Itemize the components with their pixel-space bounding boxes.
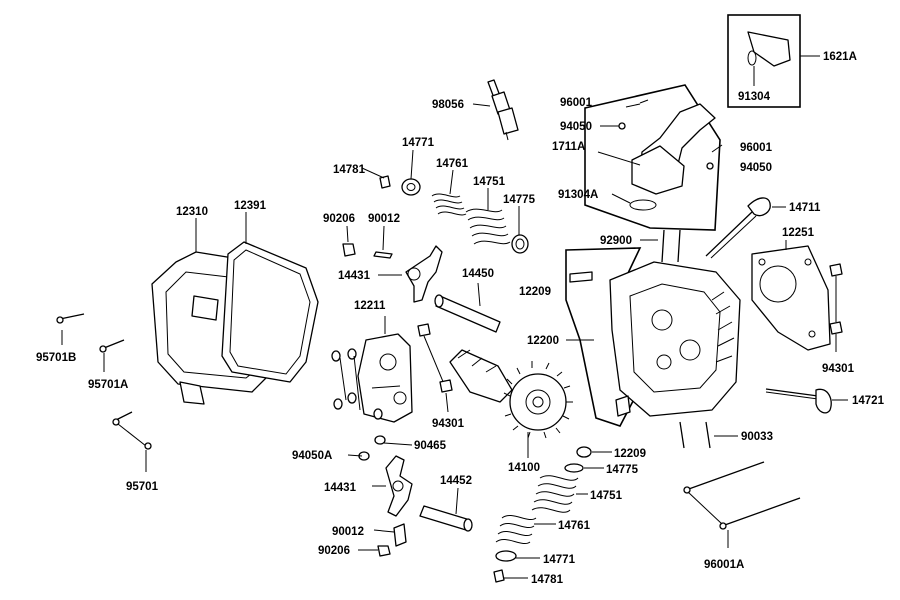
label-91304A: 91304A [558, 189, 598, 201]
cylinder-head-cover-gasket [221, 212, 319, 383]
label-94050-right: 94050 [740, 162, 772, 174]
label-14100: 14100 [508, 462, 540, 474]
label-14781-bot: 14781 [531, 574, 564, 586]
guide-pins-90033 [679, 421, 738, 449]
intake-valve [705, 197, 786, 259]
label-14771-top: 14771 [402, 137, 435, 149]
rocker-arm-upper [378, 245, 443, 303]
label-12391: 12391 [234, 200, 267, 212]
label-92900: 92900 [600, 235, 632, 247]
label-90033: 90033 [741, 431, 773, 443]
label-90465: 90465 [414, 440, 447, 452]
rocker-shaft-lower [419, 487, 473, 532]
cover-bolt-95701A [99, 339, 125, 372]
spark-plug [472, 79, 519, 141]
label-94301-right: 94301 [822, 363, 855, 375]
camshaft-holder [357, 316, 413, 423]
label-12209-bot: 12209 [614, 448, 646, 460]
label-14771-bot: 14771 [543, 554, 576, 566]
label-96001-right: 96001 [740, 142, 773, 154]
label-96001A: 96001A [704, 559, 744, 571]
label-14721: 14721 [852, 395, 885, 407]
dowel-pin-94301-mid [417, 323, 453, 413]
label-1621A: 1621A [823, 51, 857, 63]
rocker-shaft-upper [434, 282, 501, 333]
label-14431-bot: 14431 [324, 482, 357, 494]
rocker-screw-lower [373, 523, 407, 547]
intake-manifold-group [584, 84, 723, 231]
label-14775-bot: 14775 [606, 464, 639, 476]
label-14751-bot: 14751 [590, 490, 623, 502]
label-95701: 95701 [126, 481, 159, 493]
label-91304: 91304 [738, 91, 771, 103]
exhaust-valve [765, 388, 848, 414]
label-14761-bot: 14761 [558, 520, 591, 532]
exhaust-studs-96001A [683, 461, 801, 548]
upper-valve-spring-group [361, 149, 529, 254]
label-14751-top: 14751 [473, 176, 506, 188]
label-12200: 12200 [527, 335, 559, 347]
label-90012-bot: 90012 [332, 526, 364, 538]
label-14711: 14711 [789, 202, 821, 214]
label-96001-top: 96001 [560, 97, 593, 109]
label-94301-mid: 94301 [432, 418, 465, 430]
label-14431-top: 14431 [338, 270, 371, 282]
dowel-pins-94301-right [829, 263, 843, 352]
label-94050-top: 94050 [560, 121, 592, 133]
rocker-nut-lower [358, 545, 391, 557]
label-94050A: 94050A [292, 450, 332, 462]
part-number-labels: 1621A 91304 96001 94050 1711A 91304A 960… [36, 51, 885, 586]
rocker-nut-upper [342, 225, 356, 257]
label-95701B: 95701B [36, 352, 76, 364]
label-12209-top: 12209 [519, 286, 551, 298]
label-12251: 12251 [782, 227, 815, 239]
lower-valve-spring-group [493, 446, 612, 583]
cover-bolt-95701B [56, 313, 85, 345]
gasket-inset-box [727, 14, 820, 108]
cover-bolt-95701 [112, 411, 152, 472]
label-14781-top: 14781 [333, 164, 366, 176]
holder-washers [331, 348, 413, 461]
cylinder-head [565, 247, 741, 427]
rocker-screw-upper [373, 225, 393, 259]
label-90206-bot: 90206 [318, 545, 350, 557]
label-98056: 98056 [432, 99, 464, 111]
label-90012-top: 90012 [368, 213, 400, 225]
label-12211: 12211 [354, 300, 386, 312]
camshaft-sprocket [449, 349, 573, 458]
label-14450: 14450 [462, 268, 494, 280]
label-14452: 14452 [440, 475, 472, 487]
label-95701A: 95701A [88, 379, 128, 391]
label-90206-top: 90206 [323, 213, 355, 225]
label-14761-top: 14761 [436, 158, 469, 170]
rocker-arm-lower [372, 455, 413, 517]
label-14775-top: 14775 [503, 194, 536, 206]
cylinder-head-gasket [751, 240, 831, 351]
stud-bolts-92900 [640, 229, 681, 263]
label-1711A: 1711A [552, 141, 585, 153]
label-12310: 12310 [176, 206, 208, 218]
